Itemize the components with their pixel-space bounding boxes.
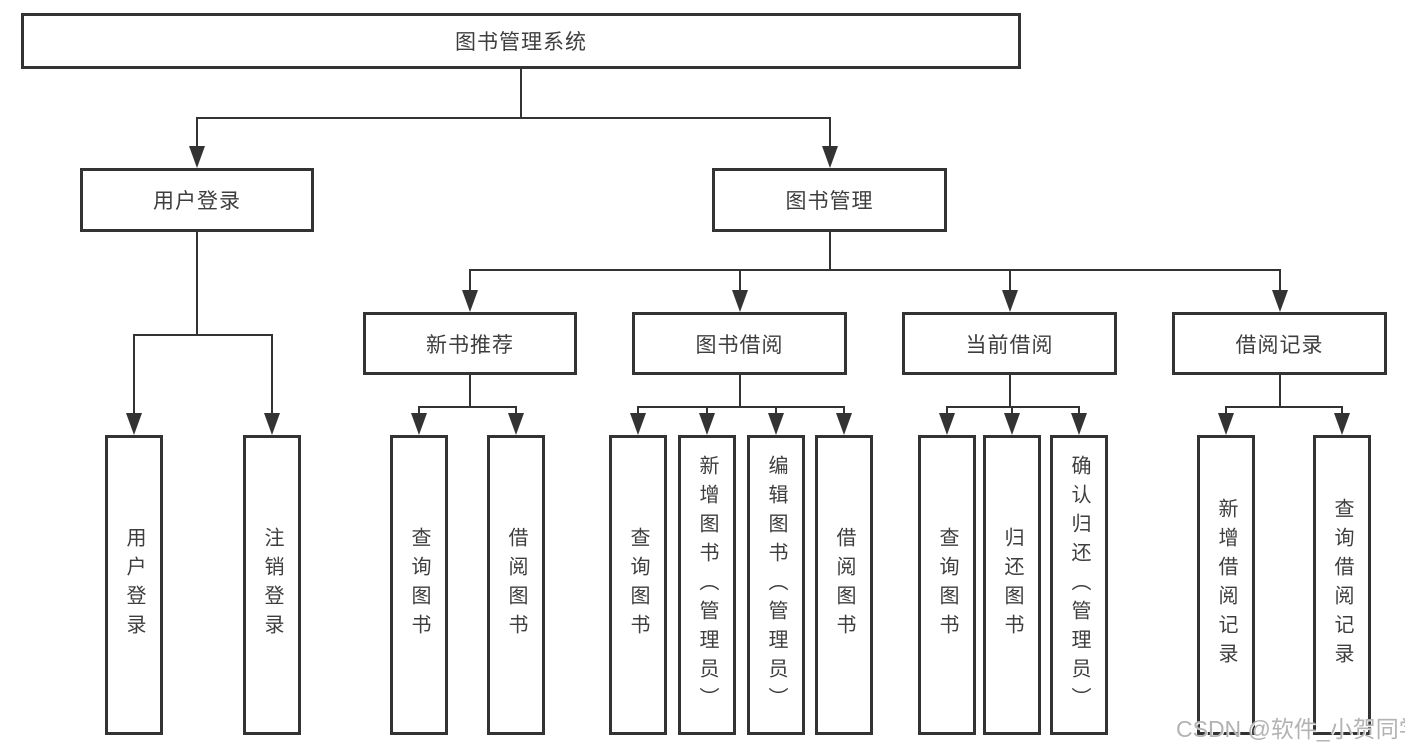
connector-stem: [739, 375, 741, 408]
node-label: 图书管理系统: [455, 31, 587, 54]
leaf-add-books-admin: 新增图书（管理员）: [678, 435, 736, 735]
node-label: 图书借阅: [695, 333, 784, 357]
leaf-label: 新增图书（管理员）: [696, 454, 718, 716]
connector-stem: [1279, 375, 1281, 408]
arrow-down-icon: [508, 413, 524, 435]
connector-drop-book-management: [829, 117, 831, 148]
arrow-down-icon: [189, 146, 205, 168]
connector-drop-leaf: [515, 406, 517, 417]
connector-level2-rail: [196, 117, 831, 119]
node-label: 图书管理: [785, 190, 874, 213]
connector-drop-leaf: [843, 406, 845, 417]
connector-drop-level3: [469, 269, 471, 292]
leaf-query-books: 查询图书: [609, 435, 667, 735]
connector-drop-leaf: [1225, 406, 1227, 417]
leaf-label: 查询图书: [936, 527, 958, 643]
node-label: 当前借阅: [965, 333, 1054, 357]
connector-drop-leaf: [133, 334, 135, 415]
node-new-book-recommend: 新书推荐: [363, 312, 577, 375]
arrow-down-icon: [836, 413, 852, 435]
arrow-down-icon: [1334, 413, 1350, 435]
connector-drop-user-login: [196, 117, 198, 148]
arrow-down-icon: [1218, 413, 1234, 435]
arrow-down-icon: [768, 413, 784, 435]
arrow-down-icon: [411, 413, 427, 435]
leaf-label: 归还图书: [1001, 527, 1023, 643]
arrow-down-icon: [126, 413, 142, 435]
leaf-label: 查询图书: [408, 527, 430, 643]
leaf-confirm-return-admin: 确认归还（管理员）: [1050, 435, 1108, 735]
node-book-management: 图书管理: [712, 168, 947, 232]
arrow-down-icon: [699, 413, 715, 435]
leaf-label: 用户登录: [123, 527, 145, 643]
arrow-down-icon: [822, 146, 838, 168]
leaf-return-books: 归还图书: [983, 435, 1041, 735]
connector-book-management-stem: [829, 232, 831, 271]
leaf-label: 新增借阅记录: [1215, 498, 1237, 672]
node-library-management-system: 图书管理系统: [21, 13, 1021, 69]
arrow-down-icon: [630, 413, 646, 435]
connector-drop-level3: [739, 269, 741, 292]
connector-drop-leaf: [775, 406, 777, 417]
connector-drop-leaf: [418, 406, 420, 417]
arrow-down-icon: [939, 413, 955, 435]
node-book-borrowing: 图书借阅: [632, 312, 847, 375]
connector-level3-rail: [469, 269, 1281, 271]
leaf-borrow-books: 借阅图书: [815, 435, 873, 735]
node-borrowing-records: 借阅记录: [1172, 312, 1387, 375]
leaf-label: 查询图书: [627, 527, 649, 643]
node-current-borrowing: 当前借阅: [902, 312, 1117, 375]
leaf-query-borrow-record: 查询借阅记录: [1313, 435, 1371, 735]
connector-root-stem: [520, 69, 522, 119]
connector-drop-level3: [1279, 269, 1281, 292]
leaf-user-login: 用户登录: [105, 435, 163, 735]
connector-leaf-rail: [418, 406, 517, 408]
leaf-label: 注销登录: [261, 527, 283, 643]
connector-leaf-rail: [946, 406, 1080, 408]
node-label: 用户登录: [153, 190, 241, 213]
connector-user-login-rail: [133, 334, 273, 336]
connector-drop-leaf: [1078, 406, 1080, 417]
arrow-down-icon: [264, 413, 280, 435]
leaf-label: 编辑图书（管理员）: [765, 454, 787, 716]
connector-drop-leaf: [1341, 406, 1343, 417]
connector-drop-leaf: [271, 334, 273, 415]
connector-drop-leaf: [946, 406, 948, 417]
leaf-logout: 注销登录: [243, 435, 301, 735]
arrow-down-icon: [732, 290, 748, 312]
arrow-down-icon: [1272, 290, 1288, 312]
leaf-query-books: 查询图书: [390, 435, 448, 735]
leaf-borrow-books: 借阅图书: [487, 435, 545, 735]
connector-drop-leaf: [637, 406, 639, 417]
connector-stem: [469, 375, 471, 408]
connector-stem: [1009, 375, 1011, 408]
connector-leaf-rail: [637, 406, 845, 408]
node-label: 新书推荐: [426, 333, 514, 357]
arrow-down-icon: [1002, 290, 1018, 312]
leaf-edit-books-admin: 编辑图书（管理员）: [747, 435, 805, 735]
node-user-login: 用户登录: [80, 168, 314, 232]
arrow-down-icon: [1004, 413, 1020, 435]
leaf-label: 借阅图书: [505, 527, 527, 643]
connector-leaf-rail: [1225, 406, 1343, 408]
csdn-watermark: CSDN @软件_小贺同学: [1176, 716, 1405, 742]
arrow-down-icon: [462, 290, 478, 312]
connector-drop-leaf: [1011, 406, 1013, 417]
leaf-query-books: 查询图书: [918, 435, 976, 735]
leaf-add-borrow-record: 新增借阅记录: [1197, 435, 1255, 735]
arrow-down-icon: [1071, 413, 1087, 435]
leaf-label: 借阅图书: [833, 527, 855, 643]
leaf-label: 查询借阅记录: [1331, 498, 1353, 672]
connector-drop-leaf: [706, 406, 708, 417]
leaf-label: 确认归还（管理员）: [1068, 454, 1090, 716]
node-label: 借阅记录: [1235, 333, 1324, 357]
connector-drop-level3: [1009, 269, 1011, 292]
connector-user-login-stem: [196, 232, 198, 336]
